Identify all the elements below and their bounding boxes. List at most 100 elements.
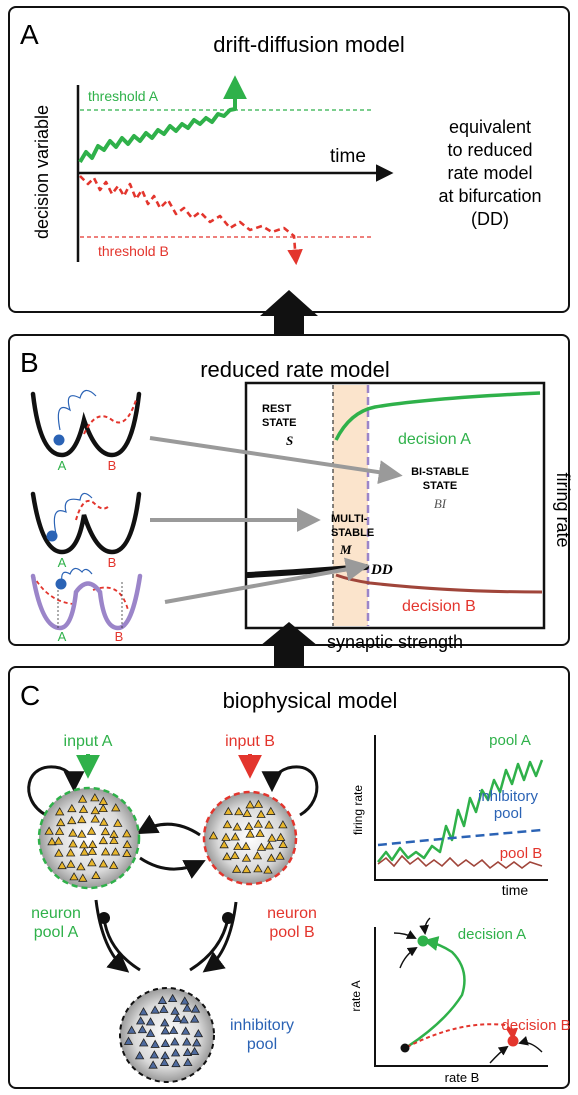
threshold-a-label: threshold A bbox=[88, 88, 159, 104]
neuron-triangle bbox=[68, 839, 78, 848]
neuron-triangle bbox=[53, 836, 64, 845]
neuron-triangle bbox=[150, 1039, 160, 1048]
start-point bbox=[400, 1043, 410, 1053]
panel-b-letter: B bbox=[20, 347, 39, 378]
neuron-triangle bbox=[100, 847, 111, 856]
panel-b-title: reduced rate model bbox=[200, 357, 390, 382]
neuron-triangle bbox=[100, 826, 111, 836]
phase-decision-a-label: decision A bbox=[458, 926, 526, 943]
neuron-triangle bbox=[56, 817, 66, 827]
well-bottom-label-a: A bbox=[58, 629, 67, 644]
neuron-triangle bbox=[241, 841, 251, 850]
neuron-triangle bbox=[138, 1007, 149, 1016]
phase-decision-b-label: decision B bbox=[501, 1017, 570, 1034]
neuron-triangle bbox=[172, 1013, 182, 1023]
neuron-triangle bbox=[87, 846, 98, 855]
neuron-triangle bbox=[99, 817, 109, 826]
neuron-triangle bbox=[66, 859, 76, 868]
neuron-triangle bbox=[276, 832, 286, 841]
rate-plot-inhibitory-line1: inhibitory bbox=[478, 788, 539, 805]
decision-a-point bbox=[417, 935, 429, 947]
decision-b-label: decision B bbox=[402, 598, 476, 615]
equivalence-note: equivalent to reduced rate model at bifu… bbox=[438, 117, 541, 229]
inhibitory-to-pool-b bbox=[189, 912, 234, 972]
neuron-triangle bbox=[208, 831, 219, 840]
neuron-triangle bbox=[263, 865, 273, 874]
neuron-triangle bbox=[77, 829, 87, 838]
neuron-triangle bbox=[242, 808, 252, 817]
neuron-triangle bbox=[137, 1024, 148, 1034]
decision-b-point bbox=[507, 1035, 519, 1047]
neuron-triangle bbox=[223, 806, 234, 815]
neuron-triangle bbox=[90, 793, 100, 802]
pool-a-label-line1: neuron bbox=[31, 905, 81, 922]
neuron-triangle bbox=[252, 851, 263, 860]
panel-a: A drift-diffusion model decision variabl… bbox=[8, 6, 570, 313]
neuron-triangle bbox=[167, 993, 178, 1003]
neuron-triangle bbox=[68, 828, 78, 837]
neuron-triangle bbox=[159, 1004, 169, 1013]
neuron-triangle bbox=[180, 1026, 191, 1035]
neuron-triangle bbox=[193, 1028, 204, 1038]
neuron-triangle bbox=[160, 1026, 171, 1035]
neuron-triangle bbox=[157, 995, 168, 1004]
neuron-triangle bbox=[160, 1018, 170, 1027]
neuron-triangle bbox=[54, 826, 65, 835]
neuron-triangle bbox=[253, 864, 263, 873]
pool-b-neurons bbox=[208, 799, 288, 874]
neuron-triangle bbox=[244, 821, 254, 830]
neuron-triangle bbox=[90, 805, 100, 815]
neuron-triangle bbox=[90, 814, 100, 823]
decision-a-label: decision A bbox=[398, 431, 471, 448]
svg-text:rate model: rate model bbox=[447, 163, 532, 183]
neuron-triangle bbox=[179, 1015, 189, 1024]
neuron-triangle bbox=[77, 794, 88, 803]
svg-text:to reduced: to reduced bbox=[447, 140, 532, 160]
pool-a-neurons bbox=[44, 793, 132, 882]
bifurcation-plot-frame bbox=[244, 381, 546, 630]
neuron-triangle bbox=[245, 829, 255, 838]
neuron-triangle bbox=[233, 841, 243, 850]
neuron-triangle bbox=[278, 839, 288, 848]
svg-text:at bifurcation: at bifurcation bbox=[438, 186, 541, 206]
neuron-triangle bbox=[171, 1058, 181, 1068]
rate-plot-x-label: time bbox=[502, 882, 529, 898]
panel-a-letter: A bbox=[20, 19, 39, 50]
neuron-triangle bbox=[231, 864, 242, 873]
neuron-triangle bbox=[54, 848, 64, 857]
neuron-triangle bbox=[230, 850, 240, 860]
neuron-triangle bbox=[219, 840, 229, 849]
panel-b: B reduced rate model REST STATE S MULTI-… bbox=[8, 334, 573, 652]
neuron-triangle bbox=[222, 819, 233, 829]
neuron-triangle bbox=[266, 853, 277, 862]
time-label: time bbox=[330, 146, 366, 167]
drift-path-a bbox=[78, 75, 247, 164]
well-middle-label-a: A bbox=[58, 555, 67, 570]
neuron-triangle bbox=[182, 1047, 193, 1056]
svg-text:(DD): (DD) bbox=[471, 209, 509, 229]
bistable-line1: BI-STABLE bbox=[411, 466, 469, 478]
phase-plot-x-label: rate B bbox=[445, 1070, 480, 1085]
pool-b-label-line1: neuron bbox=[267, 905, 317, 922]
neuron-triangle bbox=[86, 826, 97, 835]
neuron-triangle bbox=[149, 1050, 160, 1059]
neuron-triangle bbox=[221, 832, 231, 841]
neuron-triangle bbox=[113, 818, 123, 827]
rate-plot-pool-b-label: pool B bbox=[500, 845, 543, 862]
map-arrow-dd bbox=[164, 557, 370, 604]
trajectory-to-a bbox=[406, 936, 466, 1049]
neuron-triangle bbox=[87, 858, 97, 867]
rest-state-line2: STATE bbox=[262, 417, 296, 429]
neuron-triangle bbox=[135, 1016, 146, 1025]
neuron-triangle bbox=[183, 1057, 193, 1066]
neuron-triangle bbox=[245, 800, 255, 809]
neuron-triangle bbox=[160, 1038, 171, 1047]
neuron-triangle bbox=[182, 1003, 192, 1012]
bistable-line2: STATE bbox=[423, 480, 457, 492]
input-b-label: input B bbox=[225, 733, 275, 750]
multistable-line2: STABLE bbox=[331, 527, 374, 539]
neuron-triangle bbox=[76, 862, 86, 871]
neuron-triangle bbox=[168, 1025, 179, 1034]
neuron-triangle bbox=[170, 1048, 181, 1057]
neuron-triangle bbox=[109, 835, 119, 845]
